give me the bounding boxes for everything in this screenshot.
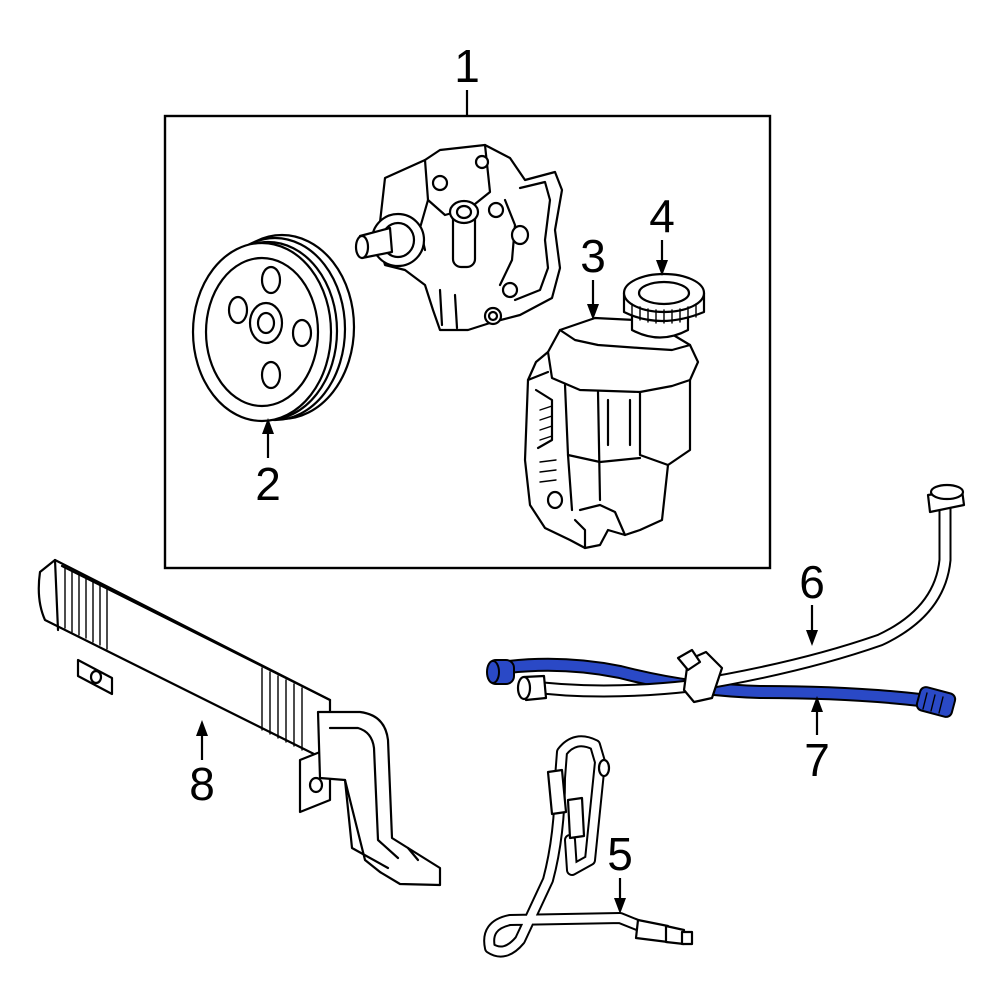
callout-1: 1 [454,40,480,92]
callout-6: 6 [799,556,825,608]
pressure-line [483,735,694,958]
callout-8-arrowhead [196,720,208,736]
callout-7: 7 [804,734,830,786]
callout-2-arrowhead [262,418,274,434]
callout-2: 2 [255,458,281,510]
callout-6-arrowhead [806,630,818,646]
reservoir-cap [622,272,706,324]
callout-4: 4 [649,190,675,242]
callout-4-arrowhead [656,260,668,276]
reservoir [523,310,700,550]
callout-3-arrowhead [587,304,599,320]
callout-5: 5 [607,828,633,880]
callout-5-arrowhead [614,898,626,914]
pressure-hose [516,483,966,704]
callout-7-arrowhead [811,696,823,712]
power-steering-pump [354,143,564,332]
oil-cooler [37,558,442,887]
callout-8: 8 [189,758,215,810]
pulley [191,233,356,423]
callout-3: 3 [580,230,606,282]
